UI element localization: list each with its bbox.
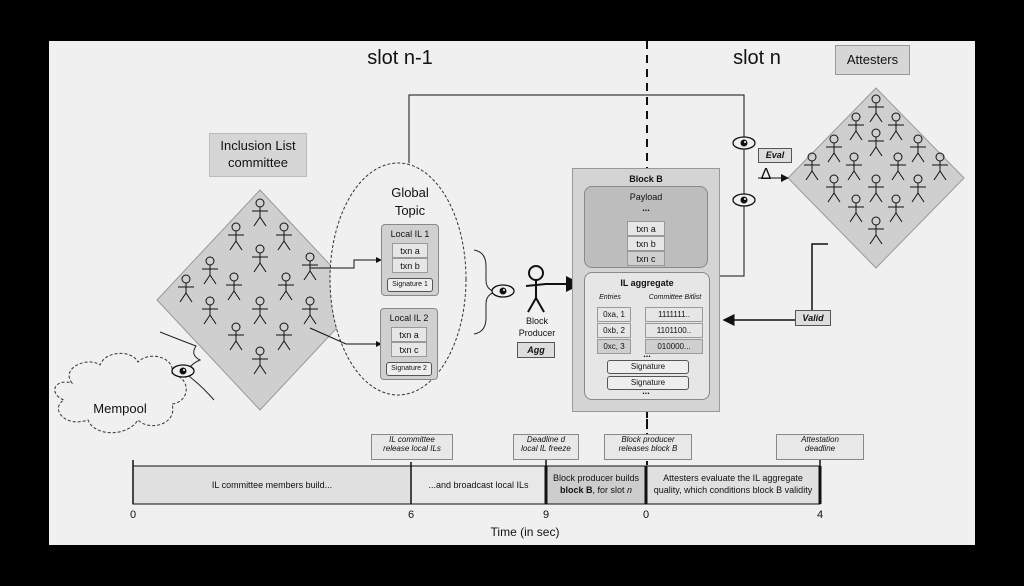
il-aggregate-box: IL aggregate Entries Committee Bitlist 0… xyxy=(584,272,710,400)
segment-3-n: n xyxy=(627,485,633,495)
block-producer-label-line2: Producer xyxy=(518,328,556,338)
payload-title: Payload xyxy=(629,192,663,202)
local-il-1-txn-a: txn a xyxy=(392,243,428,258)
segment-3-rest: , for slot xyxy=(592,485,627,495)
annotation-producer-release-line2: releases block B xyxy=(618,444,678,454)
annotation-il-release-line2: release local ILs xyxy=(383,444,441,454)
il-bitlist-c: 010000... xyxy=(645,339,703,354)
tick-9: 9 xyxy=(542,509,550,521)
annotation-producer-release: Block producer releases block B xyxy=(604,434,692,460)
block-producer-label-line1: Block xyxy=(525,316,548,326)
annotation-deadline-d-line2: local IL freeze xyxy=(521,444,571,454)
il-aggregate-signature-1: Signature xyxy=(607,360,689,374)
local-il-2-signature: Signature 2 xyxy=(386,362,432,376)
attesters-title-box: Attesters xyxy=(835,45,910,75)
global-topic-title-line2: Topic xyxy=(394,203,426,218)
il-committee-title-line1: Inclusion List xyxy=(220,138,296,153)
valid-tag: Valid xyxy=(795,310,831,326)
slot-curr-title: slot n xyxy=(733,47,781,69)
attesters-diamond xyxy=(787,87,965,269)
global-topic-title-line1: Global xyxy=(391,185,429,200)
tick-4: 4 xyxy=(816,509,824,521)
local-il-2-box: Local IL 2 txn a txn c Signature 2 xyxy=(380,308,438,380)
payload-txn-c: txn c xyxy=(627,251,665,266)
block-b-title: Block B xyxy=(629,174,663,184)
block-producer-figure xyxy=(525,265,547,313)
il-aggregate-signature-2: Signature xyxy=(607,376,689,390)
il-aggregate-bitlist-header: Committee Bitlist xyxy=(648,294,702,301)
annotation-attestation-deadline-line1: Attestation xyxy=(801,435,839,444)
local-il-1-title: Local IL 1 xyxy=(390,229,430,239)
il-aggregate-entries-header: Entries xyxy=(599,294,621,301)
il-committee-title-line2: committee xyxy=(228,155,288,170)
payload-txn-a: txn a xyxy=(627,221,665,236)
il-entry-c: 0xc, 3 xyxy=(597,339,631,354)
segment-3-line1: Block producer builds xyxy=(552,473,640,483)
local-il-2-txn-c: txn c xyxy=(391,342,427,357)
segment-4-line2: quality, which conditions block B validi… xyxy=(653,485,813,495)
il-committee-diamond xyxy=(156,189,364,411)
timeline-segment-3 xyxy=(545,465,647,505)
annotation-deadline-d-line1: Deadline d xyxy=(526,435,566,444)
annotation-attestation-deadline-line2: deadline xyxy=(804,444,836,454)
annotation-producer-release-line1: Block producer xyxy=(621,435,675,444)
mempool-brace xyxy=(159,331,215,401)
agg-tag: Agg xyxy=(517,342,555,358)
segment-1-text: IL committee members build... xyxy=(211,480,333,490)
il-aggregate-bottom-ellipsis: ... xyxy=(642,386,650,396)
tick-0: 0 xyxy=(129,509,137,521)
tick-6: 6 xyxy=(407,509,415,521)
annotation-il-release-line1: IL committee xyxy=(389,435,435,444)
mempool-cloud xyxy=(54,352,187,434)
il-aggregate-title: IL aggregate xyxy=(620,278,674,288)
slot-prev-title: slot n-1 xyxy=(367,47,433,69)
delta-symbol: Δ xyxy=(760,166,772,183)
local-il-1-signature: Signature 1 xyxy=(387,278,433,292)
local-il-2-title: Local IL 2 xyxy=(389,313,429,323)
il-entry-b: 0xb, 2 xyxy=(597,323,631,338)
timeline-segment-4 xyxy=(645,465,821,505)
local-il-1-txn-b: txn b xyxy=(392,258,428,273)
segment-3-bold: block B xyxy=(559,485,593,495)
mempool-label: Mempool xyxy=(93,401,147,416)
segment-4-line1: Attesters evaluate the IL aggregate xyxy=(663,473,803,483)
attesters-title: Attesters xyxy=(846,52,899,67)
annotation-attestation-deadline: Attestation deadline xyxy=(776,434,864,460)
annotation-deadline-d: Deadline d local IL freeze xyxy=(513,434,579,460)
local-il-1-box: Local IL 1 txn a txn b Signature 1 xyxy=(381,224,439,296)
il-aggregate-ellipsis: ... xyxy=(643,349,651,359)
payload-txn-b: txn b xyxy=(627,236,665,251)
payload-ellipsis: ... xyxy=(642,203,650,213)
il-bitlist-a: 1111111.. xyxy=(645,307,703,322)
payload-box: Payload ... txn a txn b txn c xyxy=(584,186,708,268)
il-committee-title-box: Inclusion List committee xyxy=(209,133,307,177)
local-il-2-txn-a: txn a xyxy=(391,327,427,342)
il-bitlist-b: 1101100.. xyxy=(645,323,703,338)
annotation-il-release: IL committee release local ILs xyxy=(371,434,453,460)
eval-tag: Eval xyxy=(758,148,792,163)
segment-3-line2: block B, for slot n xyxy=(546,485,646,495)
segment-2-text: ...and broadcast local ILs xyxy=(428,480,529,490)
timeline-axis-label: Time (in sec) xyxy=(490,525,560,539)
tick-slot-n-0: 0 xyxy=(642,509,650,521)
il-entry-a: 0xa, 1 xyxy=(597,307,631,322)
